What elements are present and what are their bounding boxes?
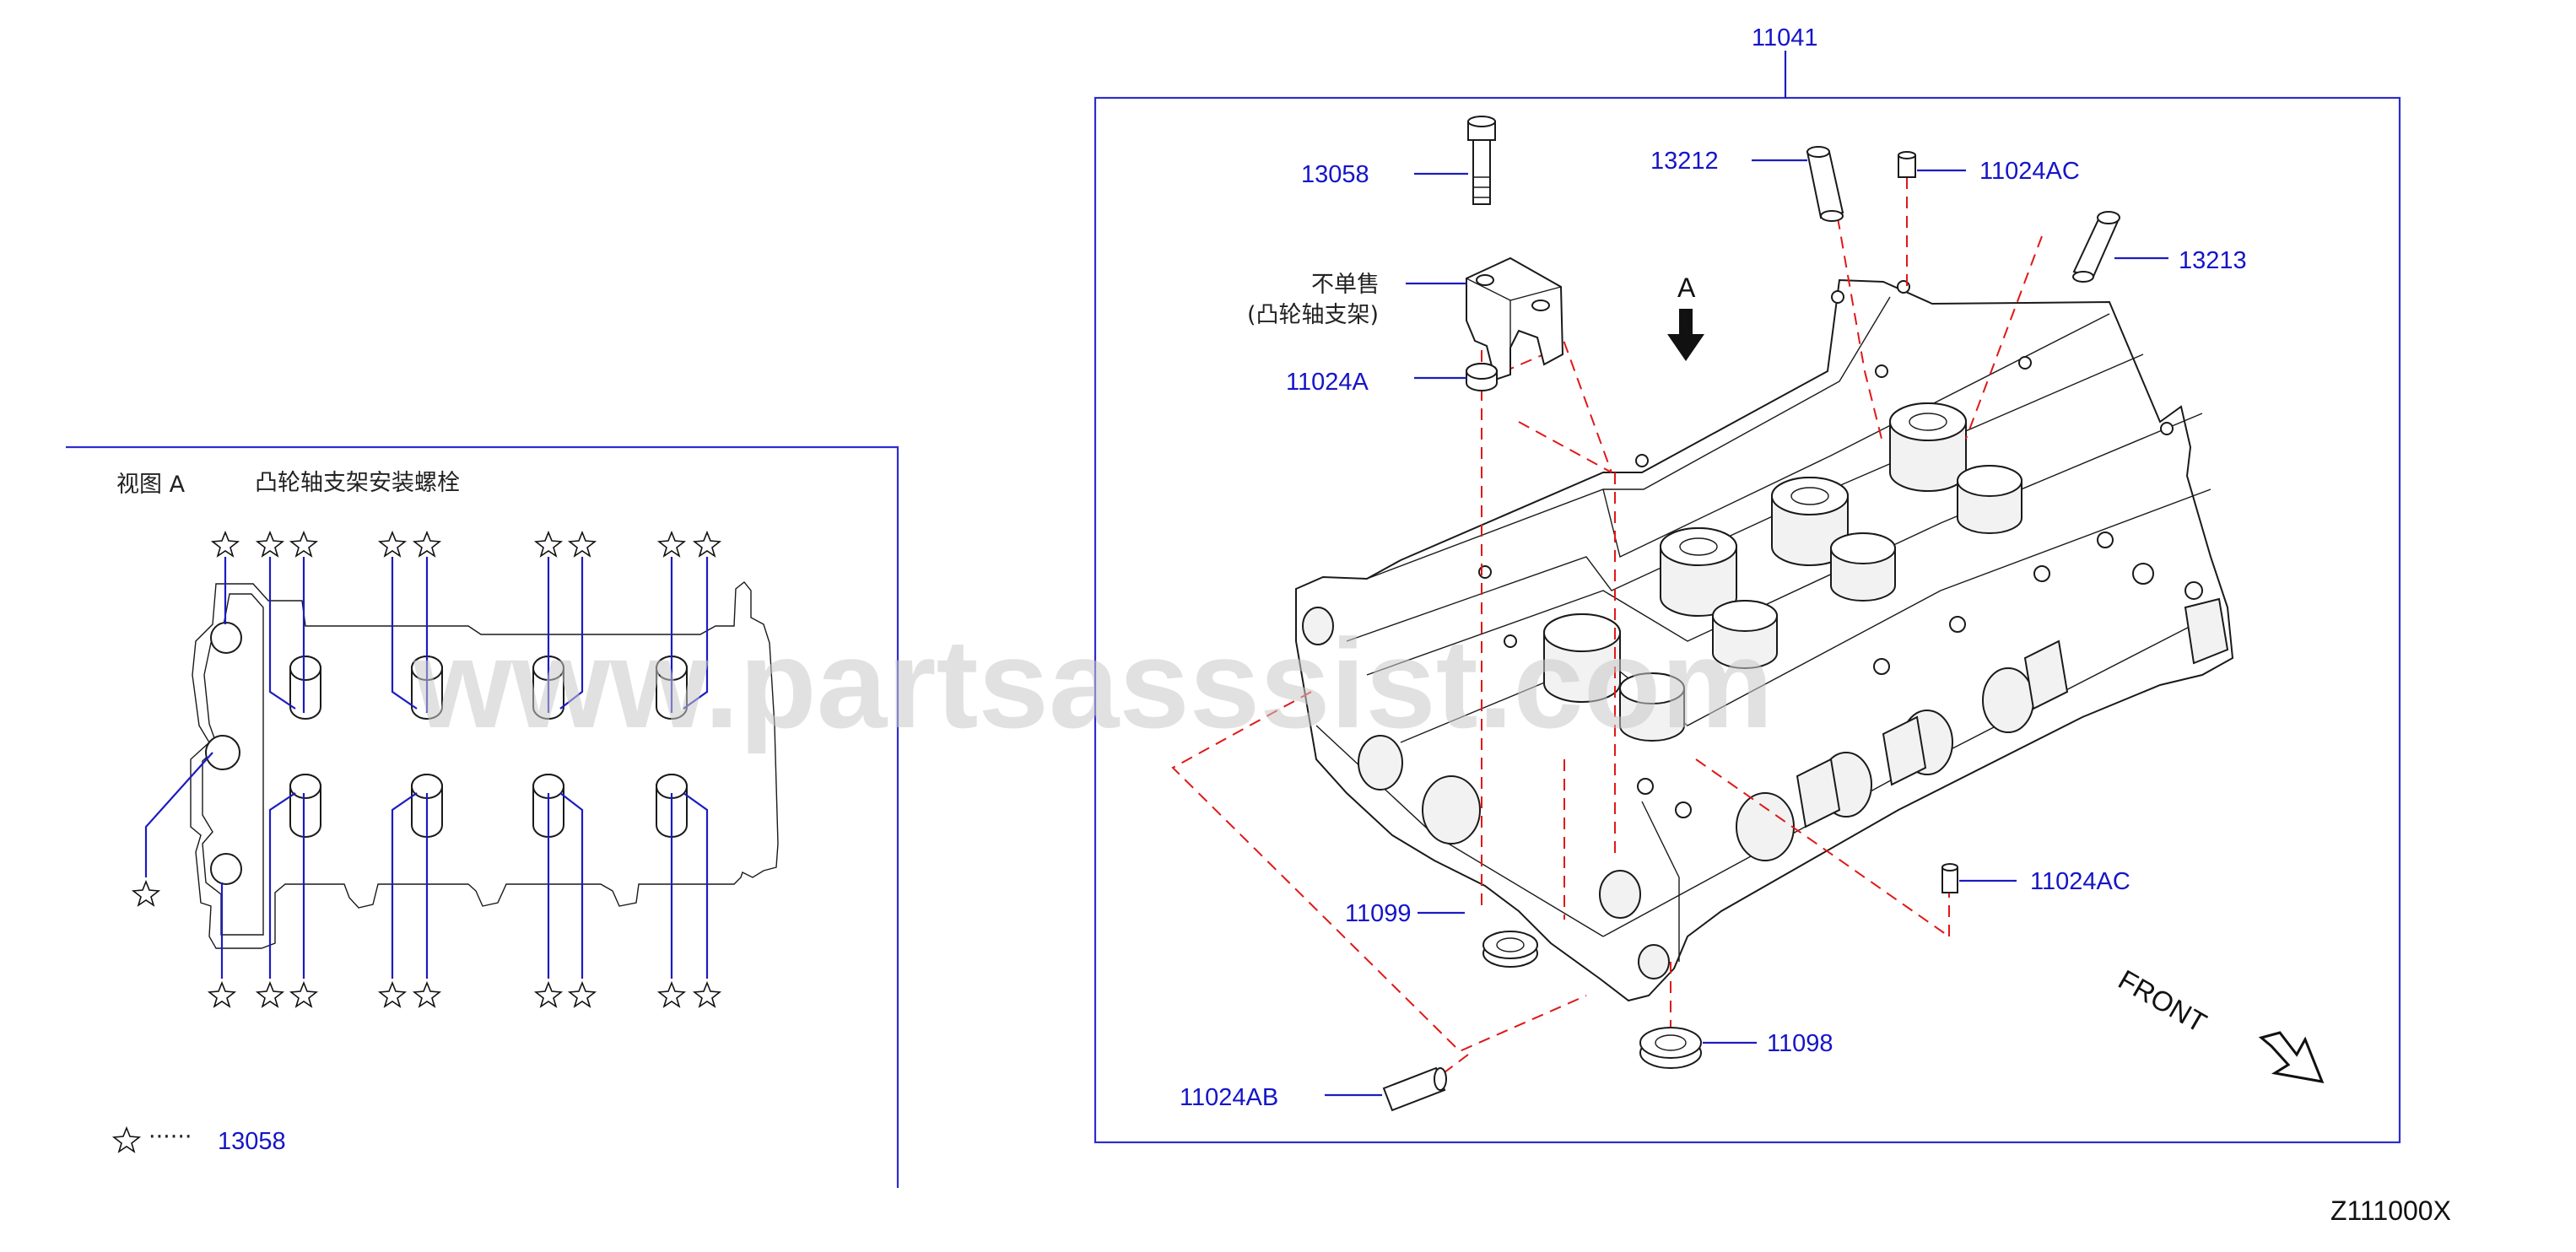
- camshaft-bracket: [1466, 256, 1564, 381]
- star-icon: [210, 530, 240, 558]
- star-icon: [412, 980, 442, 1008]
- seal-11098[interactable]: [1639, 1027, 1702, 1069]
- star-icon: [567, 530, 597, 558]
- view-a-bosses-lower: [289, 774, 688, 838]
- part-number-13058[interactable]: 13058: [1301, 161, 1369, 188]
- not-sold-note-line2: (凸轮轴支架): [1247, 302, 1379, 328]
- part-number-11024AB[interactable]: 11024AB: [1180, 1084, 1278, 1111]
- legend-part-number: 13058: [218, 1128, 286, 1155]
- view-a-stars-bottom: [207, 980, 722, 1008]
- cylinder-head: [1295, 278, 2234, 1002]
- arrow-front-icon: [2258, 1031, 2325, 1083]
- star-icon: [692, 530, 722, 558]
- star-icon: [255, 980, 285, 1008]
- star-icon: [533, 530, 564, 558]
- exploded-view-panel: 11041: [1094, 24, 2401, 1144]
- view-a-hole: [205, 735, 240, 770]
- star-icon: [656, 980, 687, 1008]
- star-icon: [412, 530, 442, 558]
- star-icon: [255, 530, 285, 558]
- view-a-head-inner: [202, 593, 264, 936]
- part-number-13213[interactable]: 13213: [2179, 247, 2247, 274]
- view-a-panel: 视图 A 凸轮轴支架安装螺栓: [66, 445, 899, 1188]
- star-icon: [692, 980, 722, 1008]
- part-number-13212[interactable]: 13212: [1650, 148, 1719, 175]
- star-icon: [533, 980, 564, 1008]
- view-a-title: 视图 A: [116, 472, 186, 498]
- star-icon: [567, 980, 597, 1008]
- dowel-11024AB[interactable]: [1382, 1066, 1447, 1112]
- star-icon: [131, 879, 161, 907]
- star-icon: [289, 980, 319, 1008]
- part-number-11098[interactable]: 11098: [1767, 1030, 1833, 1057]
- dowel-11024A[interactable]: [1466, 363, 1498, 391]
- star-icon: [289, 530, 319, 558]
- view-a-head-outline: [190, 581, 779, 949]
- ports: [1302, 597, 2229, 979]
- view-a-stars-top: [210, 530, 722, 558]
- view-arrow-label: A: [1677, 273, 1696, 303]
- deck-holes: [1478, 280, 2203, 818]
- not-sold-note-line1: 不单售: [1311, 272, 1380, 298]
- bolt-13058[interactable]: [1467, 116, 1496, 205]
- dowel-11024AC-right[interactable]: [1941, 863, 1958, 893]
- arrow-down-icon: [1667, 309, 1704, 361]
- part-number-11041[interactable]: 11041: [1752, 24, 1818, 51]
- star-icon: [377, 980, 408, 1008]
- view-a-leaders: [144, 557, 709, 979]
- dowel-11024AC-top[interactable]: [1898, 151, 1916, 178]
- tube-13213[interactable]: [2072, 211, 2120, 283]
- part-number-11099[interactable]: 11099: [1345, 900, 1412, 927]
- star-icon: [656, 530, 687, 558]
- front-label: FRONT: [2114, 963, 2212, 1039]
- cam-journals: [1543, 402, 2022, 742]
- seal-11099[interactable]: [1482, 931, 1538, 968]
- watermark: www.partsasssist.com: [413, 613, 1774, 754]
- view-a-hole: [210, 853, 242, 885]
- part-number-11024AC-top[interactable]: 11024AC: [1979, 158, 2080, 185]
- assembly-frame: [1094, 96, 2401, 1144]
- part-number-11024A[interactable]: 11024A: [1286, 369, 1369, 396]
- part-number-11024AC-right[interactable]: 11024AC: [2030, 868, 2130, 895]
- diagram-code: Z111000X: [2330, 1195, 2451, 1226]
- tube-13212[interactable]: [1806, 146, 1844, 222]
- view-a-frame: [66, 445, 899, 1188]
- view-a-hole: [210, 622, 242, 654]
- legend-star-icon: [111, 1125, 142, 1153]
- legend-dots: ······: [149, 1124, 192, 1150]
- assembly-guide-lines: [1171, 159, 2043, 1081]
- star-icon: [207, 980, 237, 1008]
- view-a-subtitle: 凸轮轴支架安装螺栓: [255, 470, 460, 496]
- star-icon: [377, 530, 408, 558]
